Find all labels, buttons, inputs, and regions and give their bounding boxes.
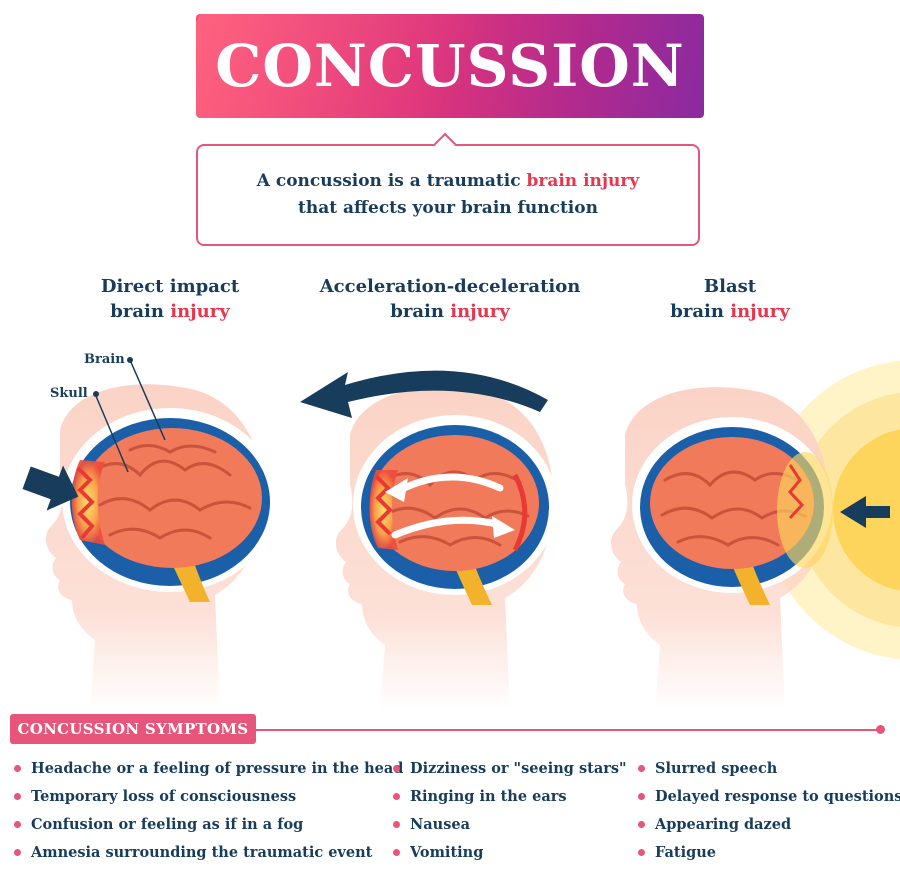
title-acceleration: Acceleration-deceleration brain injury — [310, 274, 590, 324]
definition-part2: that affects your brain function — [298, 198, 598, 218]
title-direct-impact-injury: injury — [170, 301, 230, 322]
bullet-icon — [14, 764, 21, 772]
list-item: Dizziness or "seeing stars" — [393, 754, 627, 782]
title-acceleration-injury: injury — [450, 301, 510, 322]
head-acceleration — [300, 370, 557, 710]
arrow-right-icon — [391, 516, 504, 539]
bullet-icon — [14, 848, 21, 856]
bullet-icon — [638, 792, 645, 800]
title-blast-injury: injury — [730, 301, 790, 322]
list-item: Vomiting — [393, 838, 627, 866]
bullet-icon — [638, 820, 645, 828]
list-item: Slurred speech — [638, 754, 900, 782]
title-acceleration-brain: brain — [390, 301, 451, 322]
blast-arrow-icon — [840, 496, 890, 528]
list-item: Ringing in the ears — [393, 782, 627, 810]
symptoms-column-3: Slurred speech Delayed response to quest… — [638, 754, 900, 866]
bullet-icon — [393, 848, 400, 856]
definition-part1: A concussion is a traumatic — [256, 171, 527, 191]
title-direct-impact: Direct impact brain injury — [80, 274, 260, 324]
title-blast: Blast brain injury — [640, 274, 820, 324]
label-brain: Brain — [84, 352, 125, 367]
symptoms-column-2: Dizziness or "seeing stars" Ringing in t… — [393, 754, 627, 866]
definition-text: A concussion is a traumatic brain injury… — [196, 168, 700, 222]
list-item: Temporary loss of consciousness — [14, 782, 403, 810]
impact-arrow-icon — [22, 465, 79, 511]
list-item: Headache or a feeling of pressure in the… — [14, 754, 403, 782]
title-blast-brain: brain — [670, 301, 731, 322]
title-acceleration-line1: Acceleration-deceleration — [319, 276, 581, 297]
bullet-icon — [393, 820, 400, 828]
bullet-icon — [638, 764, 645, 772]
symptoms-divider-dot — [876, 725, 885, 734]
list-item: Delayed response to questions — [638, 782, 900, 810]
list-item: Nausea — [393, 810, 627, 838]
symptoms-column-1: Headache or a feeling of pressure in the… — [14, 754, 403, 866]
bullet-icon — [14, 792, 21, 800]
symptoms-divider — [256, 729, 878, 731]
list-item: Appearing dazed — [638, 810, 900, 838]
definition-highlight: brain injury — [526, 171, 640, 191]
head-illustrations — [22, 357, 900, 710]
bullet-icon — [638, 848, 645, 856]
title-banner: CONCUSSION — [196, 14, 704, 118]
title-direct-impact-brain: brain — [110, 301, 171, 322]
arrow-left-icon — [396, 473, 504, 494]
motion-arrow-icon — [300, 370, 548, 418]
symptoms-heading: CONCUSSION SYMPTOMS — [10, 714, 256, 744]
title-direct-impact-line1: Direct impact — [100, 276, 240, 297]
bullet-icon — [393, 792, 400, 800]
list-item: Confusion or feeling as if in a fog — [14, 810, 403, 838]
title-blast-line1: Blast — [703, 276, 757, 297]
head-blast — [610, 387, 890, 710]
page-title: CONCUSSION — [215, 32, 685, 100]
bullet-icon — [393, 764, 400, 772]
label-skull: Skull — [50, 386, 88, 401]
list-item: Amnesia surrounding the traumatic event — [14, 838, 403, 866]
head-direct-impact — [22, 357, 278, 710]
bullet-icon — [14, 820, 21, 828]
list-item: Fatigue — [638, 838, 900, 866]
